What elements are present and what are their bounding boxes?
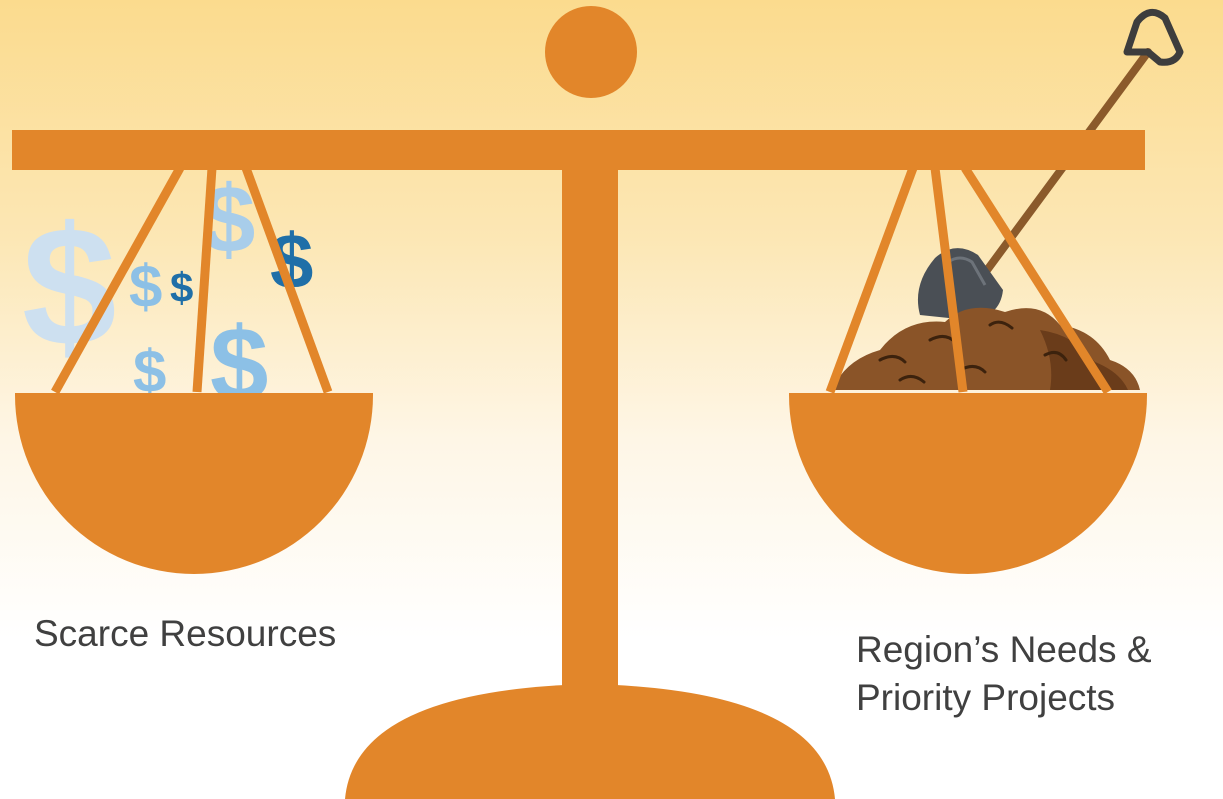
left-pan-strings [51, 165, 333, 395]
dollar-sign-small-1: $ [129, 253, 162, 320]
scale-top-knob [545, 6, 637, 98]
shovel-icon [917, 8, 1184, 320]
right-pan-strings [825, 165, 1112, 395]
left-pan [15, 393, 373, 574]
region-needs-label-line2: Priority Projects [856, 677, 1116, 718]
scale-base [345, 684, 835, 799]
scale-beam [12, 130, 1145, 170]
scale-post [562, 165, 618, 725]
scarce-resources-label: Scarce Resources [34, 613, 337, 654]
right-pan [789, 393, 1147, 574]
dollar-signs-icon: $ $ $ $ $ $ $ [22, 166, 313, 423]
dollar-sign-small-dark: $ [170, 264, 193, 311]
region-needs-label-line1: Region’s Needs & [856, 629, 1152, 670]
region-needs-label: Region’s Needs & Priority Projects [856, 626, 1152, 722]
dollar-sign-large-faint: $ [22, 192, 117, 382]
scale-icon [12, 6, 1147, 799]
